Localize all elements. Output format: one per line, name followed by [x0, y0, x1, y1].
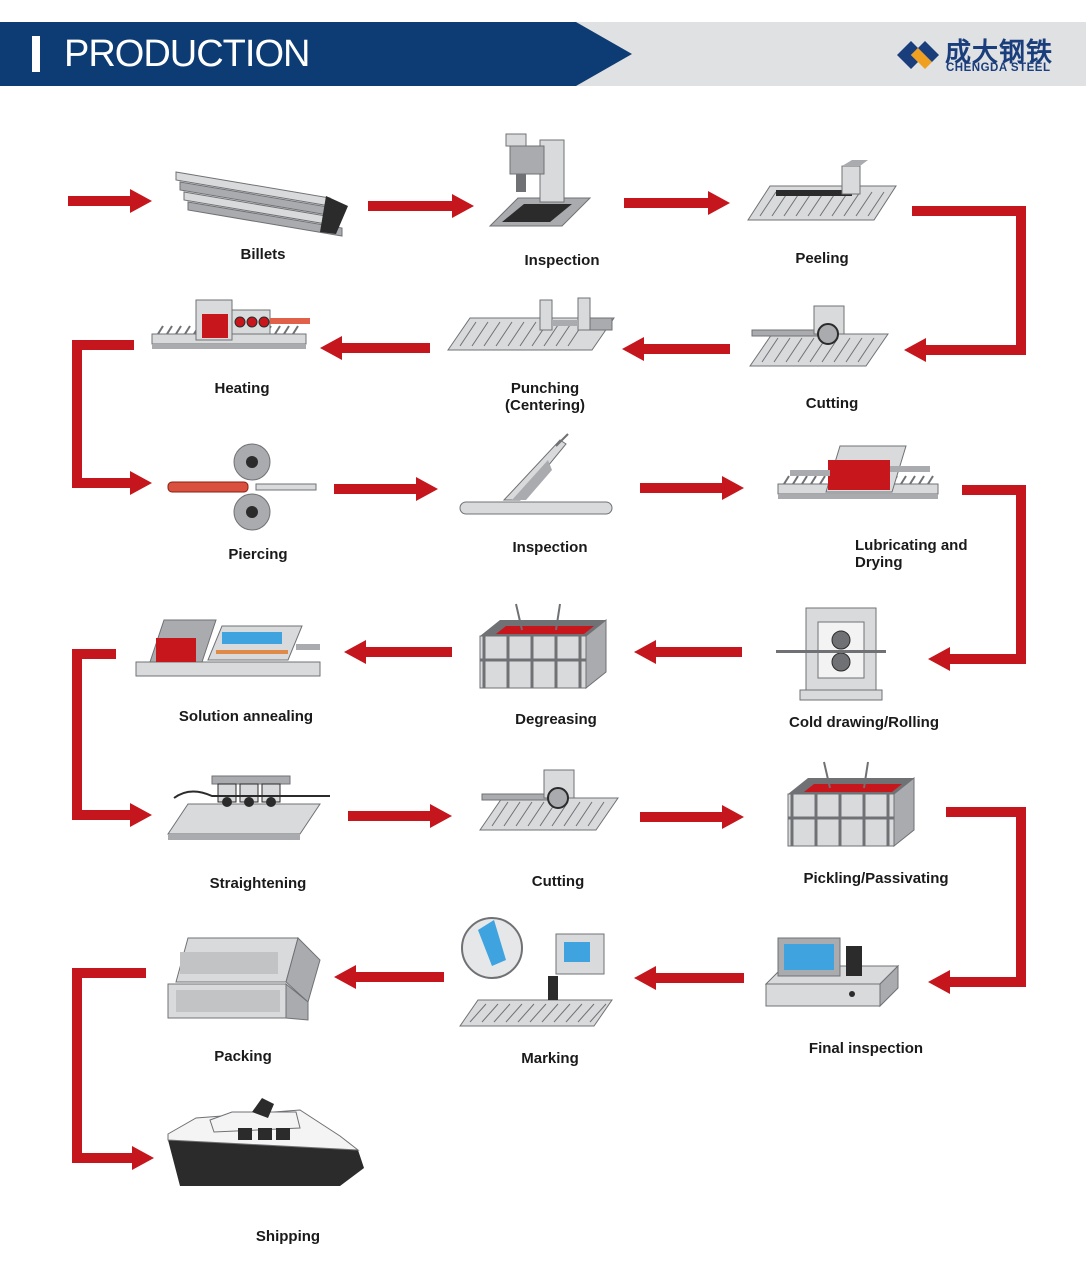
- step-label: Pickling/Passivating: [803, 870, 949, 887]
- arrow-billets-inspection: [368, 194, 474, 218]
- connector-heating-piercing: [72, 340, 152, 495]
- step-label: Marking: [521, 1050, 579, 1067]
- connector-pickling-final: [928, 807, 1026, 994]
- header-banner: [0, 22, 632, 86]
- pickling-tank-icon: [787, 761, 915, 848]
- arrow-straightening-cutting: [348, 804, 452, 828]
- cutting-icon: [749, 305, 889, 367]
- arrow-cutting-pickling: [640, 805, 744, 829]
- cold-drawing-icon: [776, 607, 886, 701]
- punching-icon: [447, 297, 615, 351]
- ship-icon: [167, 1098, 364, 1186]
- step-label: Punching (Centering): [505, 380, 585, 414]
- piercing-icon: [167, 443, 317, 531]
- brand-logo: 成大钢铁 CHENGDA STEEL: [895, 32, 1075, 78]
- page-title: PRODUCTION: [64, 33, 310, 75]
- step-icons: [135, 133, 939, 1186]
- logo-mark-icon: [897, 41, 939, 69]
- step-label: Packing: [214, 1048, 272, 1065]
- arrow-punching-heating: [320, 336, 430, 360]
- step-label: Heating: [214, 380, 270, 397]
- arrow-degreasing-annealing: [344, 640, 452, 664]
- arrow-inspection-peeling: [624, 191, 730, 215]
- cutting-icon: [479, 769, 619, 831]
- step-label: Cold drawing/Rolling: [789, 714, 939, 731]
- step-label: Cutting: [531, 873, 585, 890]
- arrow-start: [68, 189, 152, 213]
- inspection-machine-icon: [488, 133, 592, 227]
- final-inspection-icon: [764, 937, 900, 1008]
- arrow-drawing-degreasing: [634, 640, 742, 664]
- step-label: Lubricating and Drying: [855, 537, 968, 571]
- step-label: Inspection: [512, 539, 588, 556]
- step-label: Piercing: [228, 546, 288, 563]
- brand-name-en: CHENGDA STEEL: [946, 62, 1051, 74]
- arrow-inspection-lubricating: [640, 476, 744, 500]
- marking-icon: [459, 917, 613, 1027]
- arrow-final-marking: [634, 966, 744, 990]
- packing-icon: [167, 937, 321, 1021]
- lubricating-icon: [777, 445, 939, 499]
- connector-packing-shipping: [72, 968, 154, 1170]
- brand-name-cn: 成大钢铁: [945, 38, 1054, 68]
- step-label: Inspection: [524, 252, 600, 269]
- step-label: Straightening: [209, 875, 307, 892]
- billets-icon: [175, 171, 348, 237]
- step-label: Degreasing: [515, 711, 597, 728]
- step-label: Shipping: [255, 1228, 321, 1245]
- heating-icon: [151, 299, 310, 349]
- page-header: PRODUCTION 成大钢铁 CHENGDA STEEL: [0, 22, 1086, 86]
- arrow-piercing-inspection: [334, 477, 438, 501]
- peeling-icon: [747, 160, 897, 221]
- straightening-icon: [167, 775, 330, 840]
- step-label: Peeling: [795, 250, 849, 267]
- annealing-furnace-icon: [135, 619, 321, 677]
- step-label: Final inspection: [808, 1040, 924, 1057]
- step-label: Billets: [240, 246, 286, 263]
- step-label: Cutting: [805, 395, 859, 412]
- connector-peeling-cutting: [904, 206, 1026, 362]
- step-label: Solution annealing: [178, 708, 314, 725]
- degreasing-tank-icon: [479, 603, 607, 690]
- banner-accent-bar: [32, 36, 40, 72]
- connector-annealing-straightening: [72, 649, 152, 827]
- flow-connectors: [68, 189, 1026, 1170]
- arrow-cutting-punching: [622, 337, 730, 361]
- inspection-tube-icon: [459, 433, 613, 515]
- connector-lubricating-drawing: [928, 485, 1026, 671]
- arrow-marking-packing: [334, 965, 444, 989]
